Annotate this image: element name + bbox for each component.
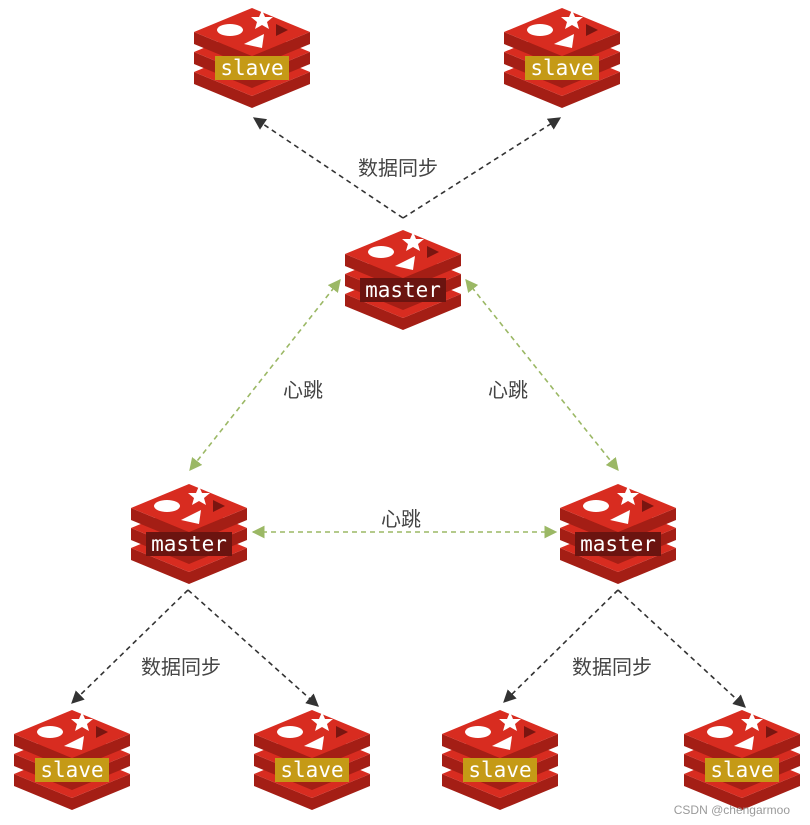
watermark: CSDN @chengarmoo xyxy=(673,803,790,817)
redis-logo-icon xyxy=(442,710,558,810)
master-node-left: master xyxy=(127,480,251,588)
master-node-right: master xyxy=(556,480,680,588)
edge-sync-master-right-to-slave-bottom-3 xyxy=(503,589,619,703)
redis-logo-icon xyxy=(14,710,130,810)
edge-sync-master-right-to-slave-bottom-4 xyxy=(617,589,746,708)
edge-sync-master-left-to-slave-bottom-1 xyxy=(71,589,189,704)
edge-sync-master-top-to-slave-top-left xyxy=(252,117,404,219)
edge-label-sync-bottom-left: 数据同步 xyxy=(141,655,221,679)
slave-node-bottom-2: slave xyxy=(250,706,374,814)
redis-logo-icon xyxy=(684,710,800,810)
master-node-top: master xyxy=(341,226,465,334)
slave-node-bottom-3: slave xyxy=(438,706,562,814)
edge-sync-master-left-to-slave-bottom-2 xyxy=(187,589,319,707)
edge-heartbeat-master-top-to-master-right xyxy=(465,279,619,471)
edge-label-heartbeat-right: 心跳 xyxy=(488,378,528,402)
redis-logo-icon xyxy=(560,484,676,584)
slave-node-bottom-4: slave xyxy=(680,706,804,814)
redis-logo-icon xyxy=(345,230,461,330)
slave-node-bottom-1: slave xyxy=(10,706,134,814)
edge-label-heartbeat-left: 心跳 xyxy=(283,378,323,402)
edge-sync-master-top-to-slave-top-right xyxy=(402,117,562,219)
redis-logo-icon xyxy=(504,8,620,108)
edge-heartbeat-master-top-to-master-left xyxy=(189,278,341,472)
redis-logo-icon xyxy=(131,484,247,584)
slave-node-top-right: slave xyxy=(500,4,624,112)
slave-node-top-left: slave xyxy=(190,4,314,112)
redis-logo-icon xyxy=(194,8,310,108)
edge-label-heartbeat-middle: 心跳 xyxy=(381,507,421,531)
edge-label-sync-top: 数据同步 xyxy=(358,156,438,180)
redis-logo-icon xyxy=(254,710,370,810)
edge-label-sync-bottom-right: 数据同步 xyxy=(572,655,652,679)
